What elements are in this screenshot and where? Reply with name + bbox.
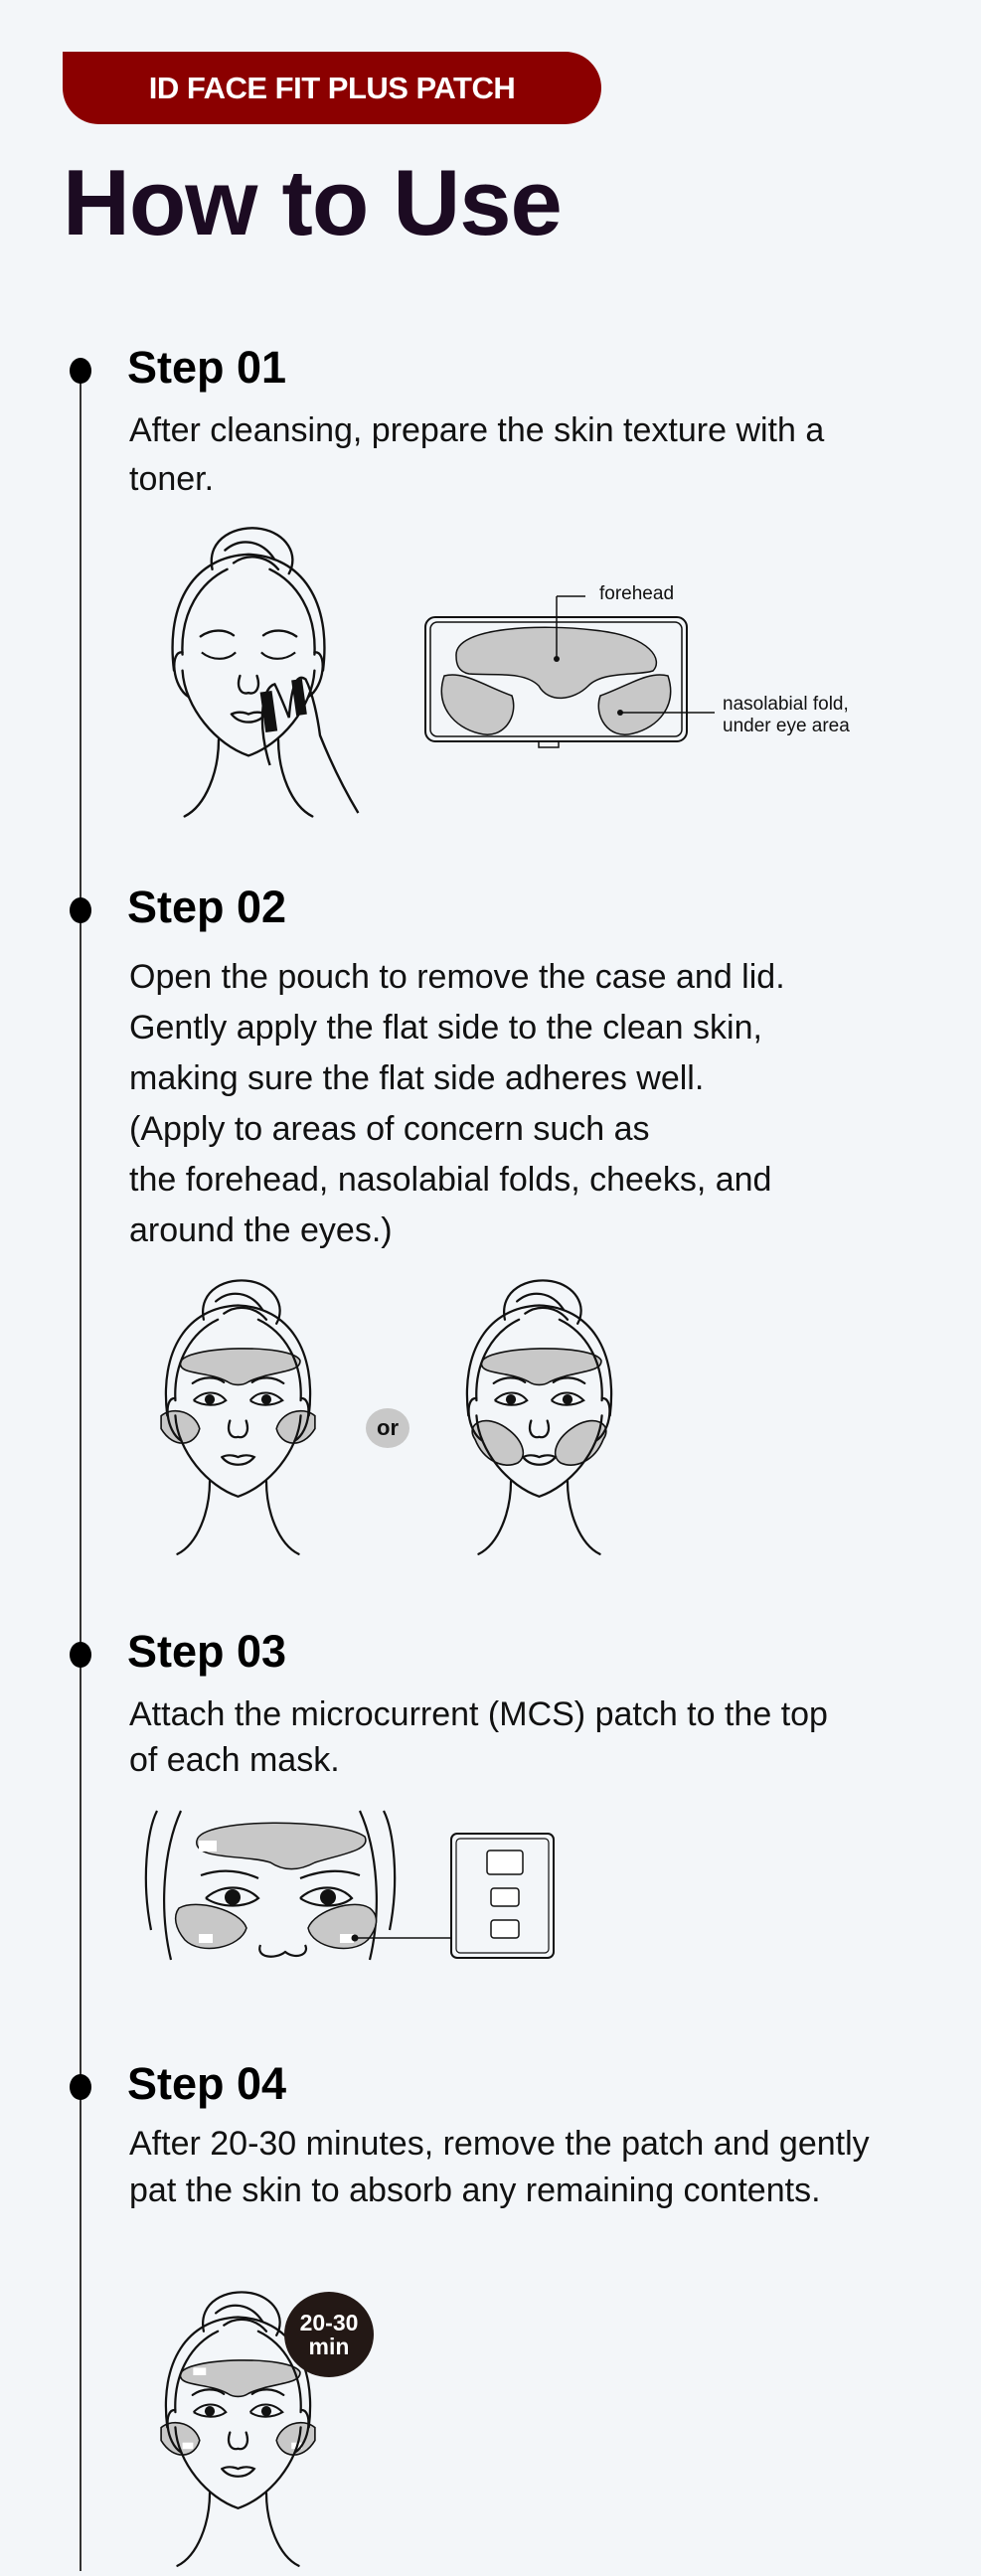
page-title: How to Use <box>63 150 563 254</box>
timer-badge: 20-30 min <box>284 2292 374 2377</box>
label-under-eye: under eye area <box>723 716 850 736</box>
step-dot <box>70 897 91 923</box>
patch-case-illustration <box>424 595 715 748</box>
or-label: or <box>366 1408 409 1448</box>
step-02-line: Open the pouch to remove the case and li… <box>129 958 785 996</box>
step-02-line: around the eyes.) <box>129 1211 393 1249</box>
step-dot <box>70 1642 91 1668</box>
timeline-line <box>80 370 82 2571</box>
step-02-text: Open the pouch to remove the case and li… <box>129 952 944 1256</box>
mcs-patch-illustration <box>144 1810 555 1961</box>
face-patch-option-2 <box>432 1279 646 1562</box>
step-02-line: Gently apply the flat side to the clean … <box>129 1009 762 1046</box>
timer-unit: min <box>308 2334 350 2359</box>
timer-value: 20-30 <box>299 2310 359 2335</box>
step-01-heading: Step 01 <box>127 342 287 393</box>
product-badge: ID FACE FIT PLUS PATCH <box>63 52 601 124</box>
step-03-heading: Step 03 <box>127 1626 287 1677</box>
step-04-text: After 20-30 minutes, remove the patch an… <box>129 2125 870 2209</box>
step-01-text: After cleansing, prepare the skin textur… <box>129 411 825 498</box>
step-04-heading: Step 04 <box>127 2058 287 2109</box>
step-02-line: making sure the flat side adheres well. <box>129 1059 705 1097</box>
label-nasolabial: nasolabial fold, <box>723 694 849 715</box>
label-forehead: forehead <box>599 583 675 604</box>
step-02-line: the forehead, nasolabial folds, cheeks, … <box>129 1161 772 1199</box>
face-wait-illustration <box>160 2291 316 2574</box>
step-02-line: (Apply to areas of concern such as <box>129 1110 650 1148</box>
step-dot <box>70 2074 91 2100</box>
face-toner-illustration <box>129 527 360 825</box>
step-dot <box>70 358 91 384</box>
step-03-text: Attach the microcurrent (MCS) patch to t… <box>129 1695 828 1779</box>
face-patch-option-1 <box>160 1279 316 1562</box>
step-02-heading: Step 02 <box>127 882 287 932</box>
